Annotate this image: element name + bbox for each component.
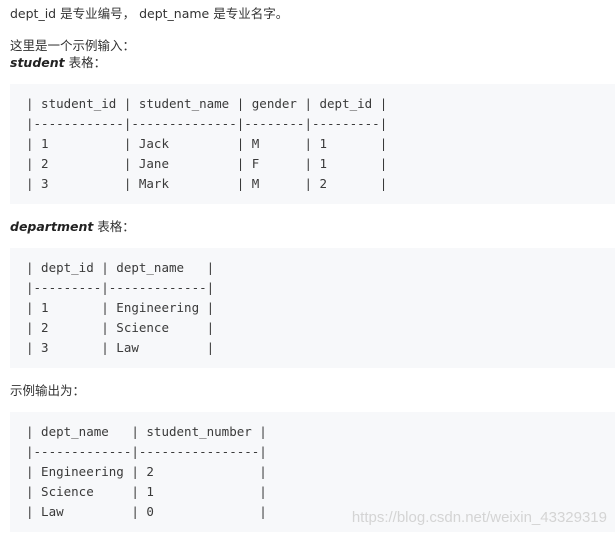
- department-table-caption-suffix: 表格：: [93, 219, 135, 234]
- code-line: |-------------|----------------|: [26, 444, 267, 459]
- code-line: | 3 | Mark | M | 2 |: [26, 176, 388, 191]
- code-line: | Law | 0 |: [26, 504, 267, 519]
- code-line: | Science | 1 |: [26, 484, 267, 499]
- student-table-block: | student_id | student_name | gender | d…: [10, 84, 615, 204]
- department-table-block: | dept_id | dept_name | |---------|------…: [10, 248, 615, 368]
- student-table-name: student: [10, 55, 65, 70]
- code-line: | 2 | Science |: [26, 320, 215, 335]
- code-line: | Engineering | 2 |: [26, 464, 267, 479]
- code-line: | 2 | Jane | F | 1 |: [26, 156, 388, 171]
- code-line: | 3 | Law |: [26, 340, 215, 355]
- code-line: | 1 | Jack | M | 1 |: [26, 136, 388, 151]
- student-table-caption-suffix: 表格：: [64, 55, 107, 70]
- output-table-block: | dept_name | student_number | |---------…: [10, 412, 615, 532]
- student-table-caption: student 表格：: [10, 55, 106, 71]
- definition-text: dept_id 是专业编号， dept_name 是专业名字。: [10, 6, 289, 21]
- department-table-caption: department 表格：: [10, 219, 135, 235]
- code-line: | dept_id | dept_name |: [26, 260, 215, 275]
- example-input-label: 这里是一个示例输入：: [10, 38, 136, 53]
- code-line: | student_id | student_name | gender | d…: [26, 96, 388, 111]
- code-line: | 1 | Engineering |: [26, 300, 215, 315]
- code-line: |------------|--------------|--------|--…: [26, 116, 388, 131]
- example-output-label: 示例输出为：: [10, 383, 86, 398]
- watermark: https://blog.csdn.net/weixin_43329319: [351, 509, 607, 526]
- code-line: | dept_name | student_number |: [26, 424, 267, 439]
- department-table-name: department: [10, 219, 94, 234]
- code-line: |---------|-------------|: [26, 280, 215, 295]
